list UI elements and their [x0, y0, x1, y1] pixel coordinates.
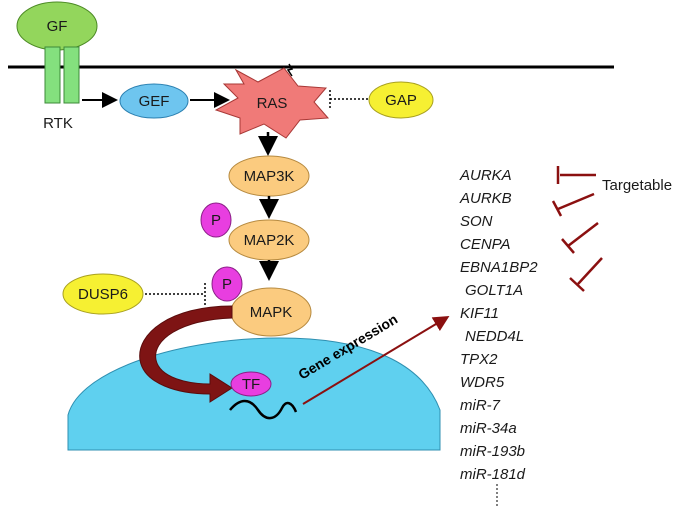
- gene-wdr5: WDR5: [460, 374, 505, 391]
- map2k-phosphate: [200, 202, 232, 238]
- dusp6-label: DUSP6: [78, 286, 128, 303]
- gene-son: SON: [460, 213, 493, 230]
- rtk-receptor-right: [63, 46, 80, 104]
- gene-expression-arrow: [302, 315, 450, 405]
- map3k-label: MAP3K: [244, 168, 295, 185]
- gf-label: GF: [47, 18, 68, 35]
- gap-label: GAP: [385, 92, 417, 109]
- gene-ebna1bp2: EBNA1BP2: [460, 259, 538, 276]
- target-inhibitor-cenpa-bar: [561, 238, 575, 254]
- ras-label: RAS: [257, 95, 288, 112]
- dusp6-node: [62, 273, 144, 315]
- mapk-label: MAPK: [250, 304, 293, 321]
- gene-mir-181d: miR-181d: [460, 466, 526, 483]
- gene-aurka: AURKA: [460, 167, 512, 184]
- dna-strand: [229, 399, 298, 420]
- gap-node: [368, 81, 434, 119]
- map2k-phosphate-label: P: [211, 212, 221, 229]
- ras-node: [214, 67, 330, 139]
- target-inhibitor-cenpa: [567, 222, 599, 247]
- translocation-arrow: [139, 305, 233, 403]
- map2k-label: MAP2K: [244, 232, 295, 249]
- rtk-receptor-left: [44, 46, 61, 104]
- target-inhibitor-golt1a: [577, 257, 603, 285]
- ras-membrane-anchor-icon: [286, 63, 294, 77]
- target-inhibitor-aurkb-bar: [551, 200, 563, 217]
- target-inhibitor-aurkb: [557, 192, 595, 211]
- tf-node: [230, 371, 272, 397]
- mapk-phosphate: [211, 266, 243, 302]
- gene-mir-34a: miR-34a: [460, 420, 517, 437]
- gene-nedd4l: NEDD4L: [465, 328, 525, 345]
- gef-node: [119, 83, 189, 119]
- gene-mir-7: miR-7: [460, 397, 500, 414]
- gef-label: GEF: [139, 93, 170, 110]
- mapk-phosphate-label: P: [222, 276, 232, 293]
- gene-cenpa: CENPA: [460, 236, 511, 253]
- gene-mir-193b: miR-193b: [460, 443, 526, 460]
- targetable-label: Targetable: [602, 177, 672, 194]
- target-inhibitor-golt1a-bar: [569, 277, 585, 292]
- tf-label: TF: [242, 376, 260, 393]
- rtk-label: RTK: [43, 115, 73, 132]
- gene-tpx2: TPX2: [460, 351, 498, 368]
- gene-kif11: KIF11: [460, 305, 499, 322]
- gene-aurkb: AURKB: [460, 190, 512, 207]
- gene-golt1a: GOLT1A: [465, 282, 524, 299]
